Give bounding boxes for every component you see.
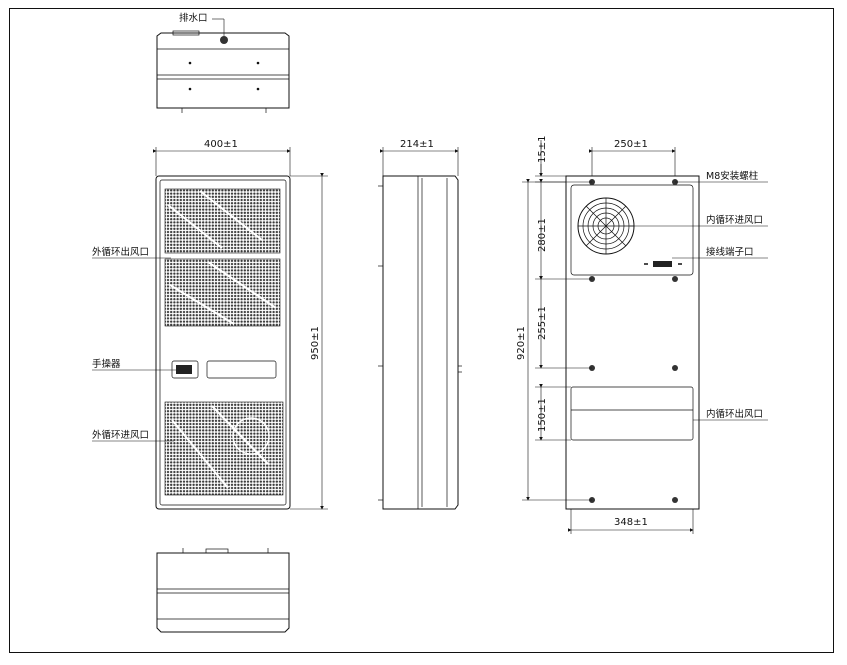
side-view xyxy=(378,175,462,510)
external-inlet-grille xyxy=(164,401,284,496)
upper-hole-dimension: 280±1 xyxy=(537,218,548,252)
front-view xyxy=(155,175,291,510)
middle-hole-dimension: 255±1 xyxy=(537,306,548,340)
internal-inlet-label: 内循环进风口 xyxy=(706,214,763,226)
external-outlet-label: 外循环出风口 xyxy=(92,246,149,258)
drawing-frame xyxy=(9,8,834,653)
external-outlet-grille xyxy=(164,188,281,254)
terminal-port-icon xyxy=(653,261,672,267)
drain-port-icon xyxy=(220,36,228,44)
outlet-height-dimension: 150±1 xyxy=(537,398,548,432)
internal-outlet-label: 内循环出风口 xyxy=(706,408,763,420)
hole-spacing-dimension: 250±1 xyxy=(614,139,648,150)
height-dimension: 950±1 xyxy=(310,326,321,360)
top-view xyxy=(156,18,290,113)
handle-icon xyxy=(176,365,192,374)
total-hole-dimension: 920±1 xyxy=(516,326,527,360)
top-offset-dimension: 15±1 xyxy=(537,136,548,163)
handle-label: 手操器 xyxy=(92,358,121,370)
external-inlet-label: 外循环进风口 xyxy=(92,429,149,441)
depth-dimension: 214±1 xyxy=(400,139,434,150)
bottom-view xyxy=(156,548,290,633)
m8-stud-label: M8安装螺柱 xyxy=(706,170,759,182)
drain-port-label: 排水口 xyxy=(179,12,208,24)
bottom-width-dimension: 348±1 xyxy=(614,517,648,528)
width-dimension: 400±1 xyxy=(204,139,238,150)
terminal-port-label: 接线端子口 xyxy=(706,246,754,258)
internal-inlet-fan-icon xyxy=(577,197,635,255)
